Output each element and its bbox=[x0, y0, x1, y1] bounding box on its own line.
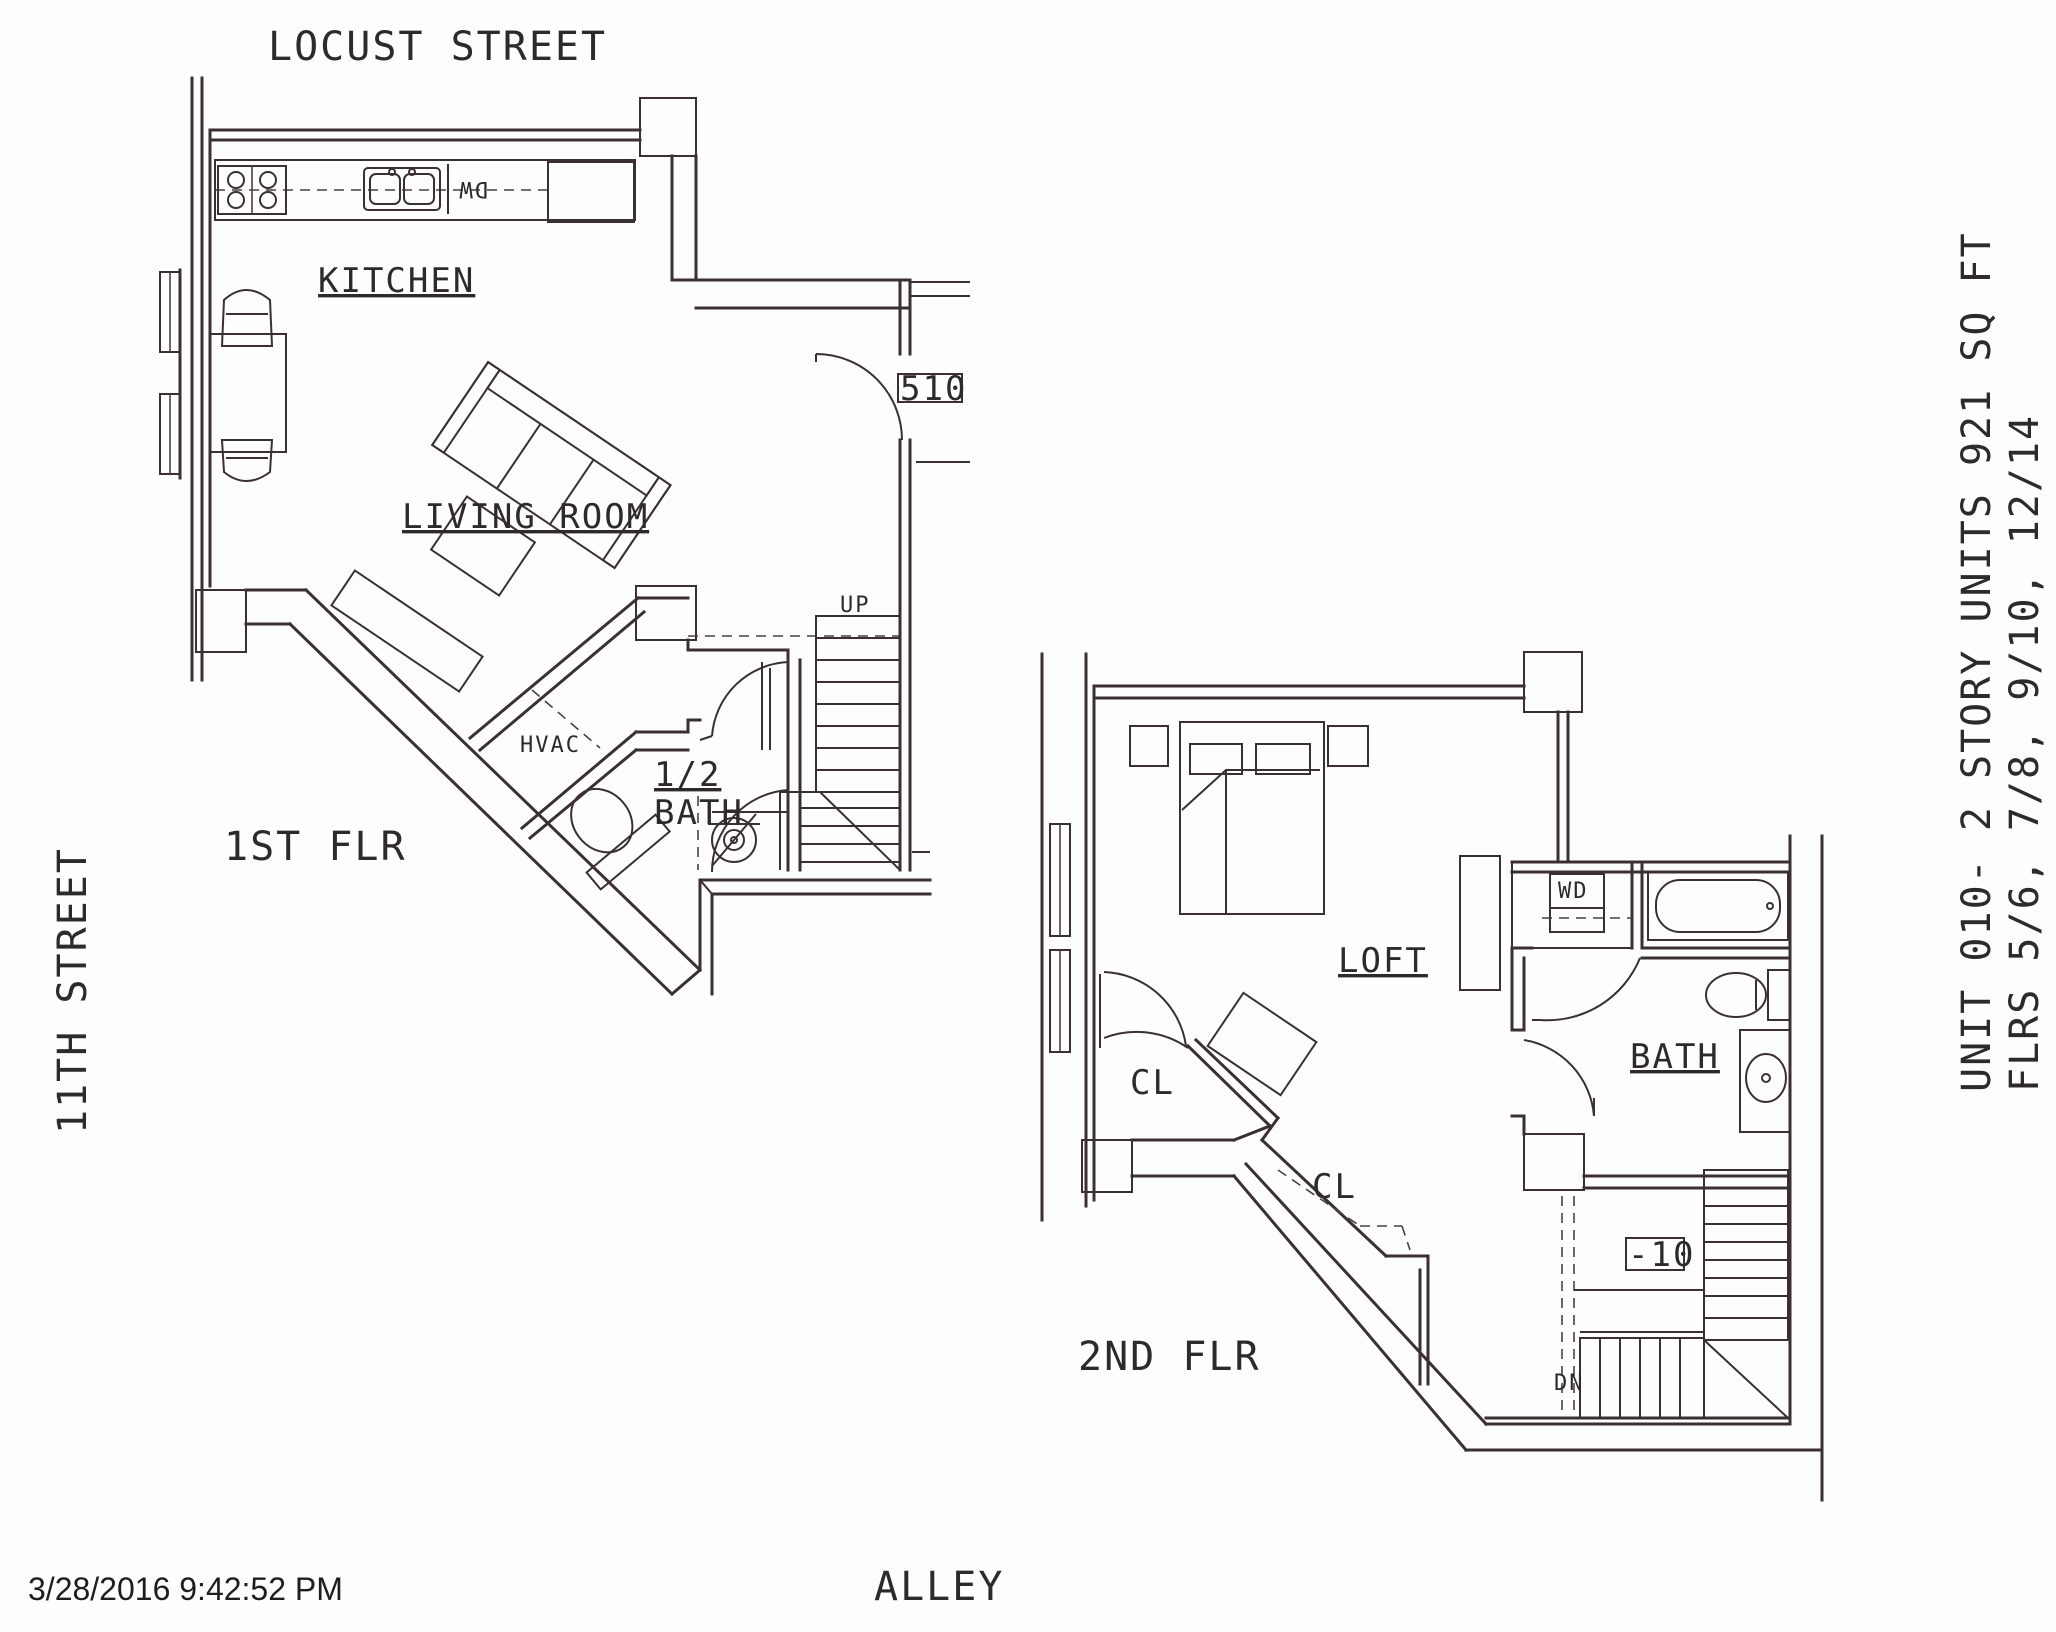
half-bath-label-line2: BATH bbox=[654, 793, 744, 833]
stove-icon bbox=[217, 165, 287, 215]
coffee-table bbox=[429, 495, 537, 597]
desk bbox=[1206, 991, 1318, 1097]
unit-info-line1: UNIT 010- 2 STORY UNITS 921 SQ FT bbox=[1954, 231, 2000, 1092]
refrigerator-icon bbox=[547, 161, 635, 223]
timestamp: 3/28/2016 9:42:52 PM bbox=[28, 1571, 343, 1607]
dining-table bbox=[209, 289, 287, 482]
bath-label: BATH bbox=[1630, 1037, 1720, 1077]
kitchen-sink-icon bbox=[363, 167, 441, 211]
unit-tag-minus-10-text: -10 bbox=[1628, 1235, 1695, 1275]
toilet-icon-bath bbox=[1705, 969, 1791, 1021]
closet-label-1: CL bbox=[1130, 1063, 1175, 1103]
dining-chair-top bbox=[220, 289, 274, 347]
window-loft-1 bbox=[1049, 823, 1071, 937]
closet-label-2: CL bbox=[1312, 1167, 1357, 1207]
living-room-label: LIVING ROOM bbox=[402, 497, 649, 537]
toilet-icon-half-bath bbox=[570, 787, 672, 891]
bed bbox=[1179, 721, 1325, 915]
sink-icon-half-bath bbox=[708, 813, 760, 867]
unit-info-line2: FLRS 5/6, 7/8, 9/10, 12/14 bbox=[2002, 414, 2048, 1092]
unit-tag-minus-10: -10 bbox=[1625, 1235, 1695, 1275]
second-floor-plan: WD bbox=[1040, 651, 1824, 1502]
window-left-1 bbox=[159, 271, 181, 353]
hvac-label: HVAC bbox=[520, 733, 581, 758]
stairs-up-first-floor: UP bbox=[779, 593, 901, 871]
stairs-down-second-floor: DN bbox=[1554, 1169, 1789, 1419]
first-floor-title: 1ST FLR bbox=[224, 824, 407, 870]
unit-tag-510-text: 510 bbox=[900, 369, 967, 409]
bath-sink-icon bbox=[1739, 1029, 1791, 1133]
sofa bbox=[430, 360, 672, 570]
kitchen-label: KITCHEN bbox=[318, 261, 475, 301]
window-left-2 bbox=[159, 393, 181, 475]
washer-dryer: WD bbox=[1511, 861, 1633, 949]
loft-label: LOFT bbox=[1338, 941, 1428, 981]
stairs-up-label: UP bbox=[840, 593, 871, 618]
nightstand-right bbox=[1327, 725, 1369, 767]
first-floor-plan: 510 bbox=[159, 76, 970, 997]
dresser bbox=[1459, 855, 1501, 991]
stairs-down-label: DN bbox=[1554, 1371, 1585, 1396]
kitchen-counter: DW bbox=[214, 159, 636, 223]
dishwasher-label: DW bbox=[458, 176, 489, 201]
top-street-label: LOCUST STREET bbox=[268, 24, 607, 70]
left-street-label: 11TH STREET bbox=[50, 847, 96, 1134]
nightstand-left bbox=[1129, 725, 1169, 767]
bathtub-icon bbox=[1647, 871, 1789, 941]
second-floor-title: 2ND FLR bbox=[1078, 1334, 1261, 1380]
dishwasher-icon: DW bbox=[447, 164, 489, 214]
window-loft-2 bbox=[1049, 949, 1071, 1053]
bottom-street-label: ALLEY bbox=[874, 1564, 1004, 1610]
dining-chair-bottom bbox=[220, 439, 274, 482]
unit-tag-510: 510 bbox=[897, 369, 967, 409]
half-bath-label-line1: 1/2 bbox=[654, 755, 721, 795]
tv-stand bbox=[330, 569, 484, 693]
washer-dryer-label: WD bbox=[1558, 879, 1589, 904]
